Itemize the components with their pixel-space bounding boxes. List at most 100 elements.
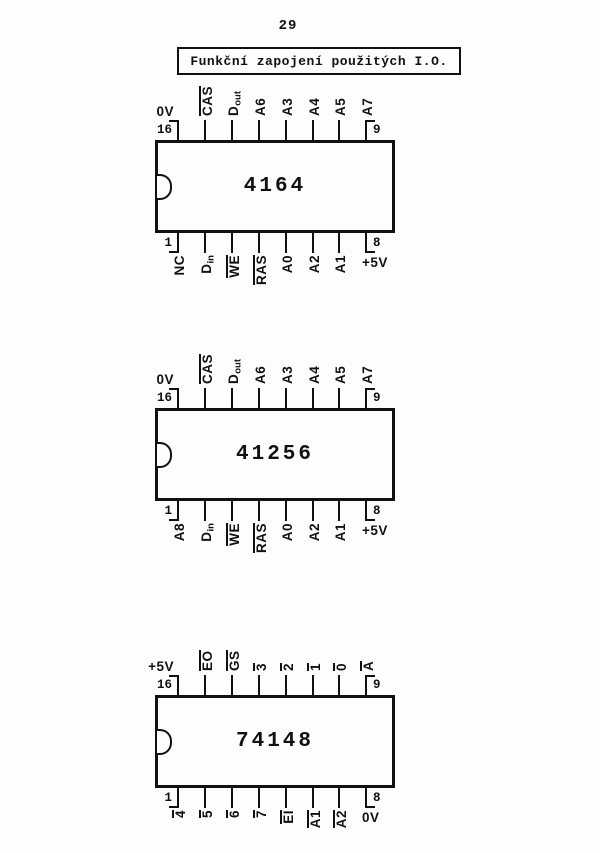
pin-number: 8 xyxy=(373,236,381,250)
pin-line xyxy=(312,120,314,140)
pin-number: 16 xyxy=(156,678,172,692)
pin-number: 8 xyxy=(373,791,381,805)
pin-line xyxy=(231,501,233,521)
pin-line xyxy=(338,675,340,695)
pin-label: 5 xyxy=(199,810,215,853)
pin-label: 4 xyxy=(172,810,188,853)
pin-tick xyxy=(367,675,375,677)
pin-label: +5V xyxy=(362,255,388,270)
pin-label: CAS xyxy=(199,6,215,116)
overline: GS xyxy=(226,650,242,671)
pin-line xyxy=(285,120,287,140)
pin-label: A5 xyxy=(333,97,348,116)
overline: 2 xyxy=(280,662,296,671)
pin-label: Dout xyxy=(226,90,244,116)
overline: WE xyxy=(226,523,242,546)
pin-label: 7 xyxy=(253,810,269,853)
pin-line xyxy=(312,675,314,695)
pin-label: 3 xyxy=(253,561,269,671)
ic-body: 74148 xyxy=(155,695,395,788)
overline: 6 xyxy=(226,810,242,819)
pin-line xyxy=(231,788,233,808)
pin-number: 16 xyxy=(156,123,172,137)
pin-tick xyxy=(367,806,375,808)
pin-tick xyxy=(169,120,177,122)
pin-label: A xyxy=(360,561,376,671)
title-box: Funkční zapojení použitých I.O. xyxy=(177,47,461,75)
pin-label: A8 xyxy=(172,523,187,542)
pin-line xyxy=(258,675,260,695)
subscript-label: in xyxy=(205,523,217,532)
pin-label: 6 xyxy=(226,810,242,853)
subscript-label: out xyxy=(232,358,244,374)
ic-name: 41256 xyxy=(235,443,314,466)
pin-label: A3 xyxy=(280,97,295,116)
overline: 1 xyxy=(307,662,323,671)
pin-tick xyxy=(367,120,375,122)
pin-tick xyxy=(169,251,177,253)
pin-tick xyxy=(169,806,177,808)
pin-tick xyxy=(367,519,375,521)
pin-number: 1 xyxy=(164,236,172,250)
pin-line xyxy=(177,233,179,253)
pin-label: 0 xyxy=(333,561,349,671)
pin-line xyxy=(365,675,367,695)
pin-line xyxy=(204,388,206,408)
pin-line xyxy=(177,675,179,695)
pin-label: A7 xyxy=(360,97,375,116)
pin-number: 9 xyxy=(373,391,381,405)
pin-number: 9 xyxy=(373,678,381,692)
pin-line xyxy=(312,233,314,253)
pin-tick xyxy=(169,519,177,521)
pin-number: 16 xyxy=(156,391,172,405)
pin-line xyxy=(231,120,233,140)
pin-label: EO xyxy=(199,561,215,671)
pin-tick xyxy=(169,388,177,390)
pin-line xyxy=(258,788,260,808)
pin-label: A6 xyxy=(253,365,268,384)
pin-label: Dout xyxy=(226,358,244,384)
pin-label: A3 xyxy=(280,365,295,384)
pin-line xyxy=(285,501,287,521)
pin-line xyxy=(285,788,287,808)
pin-number: 9 xyxy=(373,123,381,137)
pin-label: 2 xyxy=(280,561,296,671)
pin-line xyxy=(258,501,260,521)
pin-line xyxy=(365,120,367,140)
pin-label: 0V xyxy=(362,810,380,825)
pin-label: NC xyxy=(172,255,187,276)
ic-notch xyxy=(157,173,172,200)
overline: 5 xyxy=(199,810,215,819)
ic-name: 74148 xyxy=(235,730,314,753)
pin-line xyxy=(285,675,287,695)
overline: 4 xyxy=(172,810,188,819)
overline: 7 xyxy=(253,810,269,819)
pin-line xyxy=(365,788,367,808)
pin-label: A2 xyxy=(333,810,349,853)
pin-line xyxy=(338,388,340,408)
pin-line xyxy=(365,501,367,521)
pin-label: +5V xyxy=(362,523,388,538)
ic-notch xyxy=(157,728,172,755)
pin-line xyxy=(204,120,206,140)
pin-label: A4 xyxy=(307,365,322,384)
ic-notch xyxy=(157,441,172,468)
pin-label: 1 xyxy=(307,561,323,671)
pin-label: A6 xyxy=(253,97,268,116)
overline: A2 xyxy=(333,810,349,829)
pin-line xyxy=(204,233,206,253)
overline: CAS xyxy=(199,85,215,116)
pin-label: A7 xyxy=(360,365,375,384)
pin-number: 8 xyxy=(373,504,381,518)
pin-line xyxy=(365,388,367,408)
pin-line xyxy=(338,233,340,253)
subscript-label: out xyxy=(232,90,244,106)
ic-body: 41256 xyxy=(155,408,395,501)
pin-line xyxy=(231,388,233,408)
page-title: Funkční zapojení použitých I.O. xyxy=(190,53,448,69)
pin-line xyxy=(177,788,179,808)
